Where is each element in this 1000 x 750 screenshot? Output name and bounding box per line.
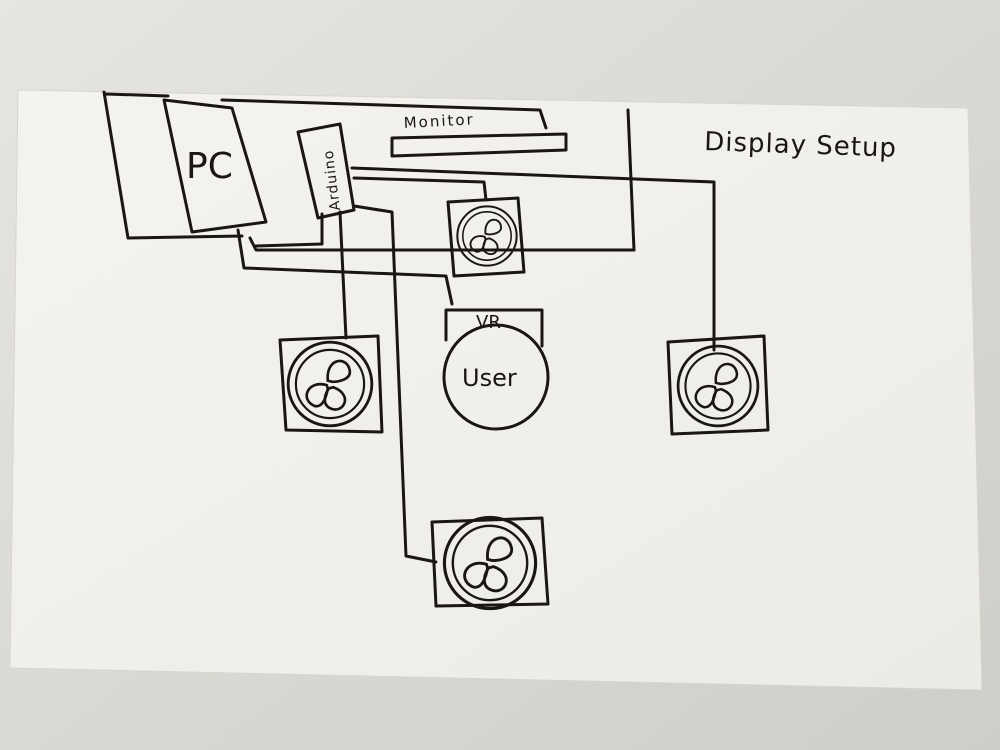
wire-arduino-to-bottom-fan (352, 204, 438, 564)
monitor-screen (390, 132, 568, 158)
wire-arduino-to-pc (254, 212, 324, 248)
user-label: User (462, 364, 517, 392)
wire-arduino-to-right-fan (350, 166, 716, 352)
monitor-box (220, 98, 548, 130)
vr-headset-box (444, 308, 544, 348)
vr-label: VR (476, 312, 501, 333)
desk-outline (102, 90, 244, 240)
wire-arduino-to-top-fan (352, 176, 488, 202)
arduino-box (296, 122, 356, 220)
arduino-label: Arduino (321, 149, 344, 212)
pc-label: PC (186, 146, 233, 187)
wire-pc-to-monitor (248, 236, 636, 252)
index-card (9, 89, 983, 691)
diagram-title: Display Setup (704, 127, 898, 164)
wire-pc-to-vr (236, 228, 454, 306)
pc-box (162, 98, 268, 234)
fan-left-frame (278, 334, 384, 434)
fan-right-frame (666, 334, 770, 436)
wire-arduino-to-left-fan (338, 210, 348, 340)
monitor-label: Monitor (403, 110, 475, 132)
fan-top-center-frame (446, 196, 526, 278)
user-head (442, 323, 550, 431)
